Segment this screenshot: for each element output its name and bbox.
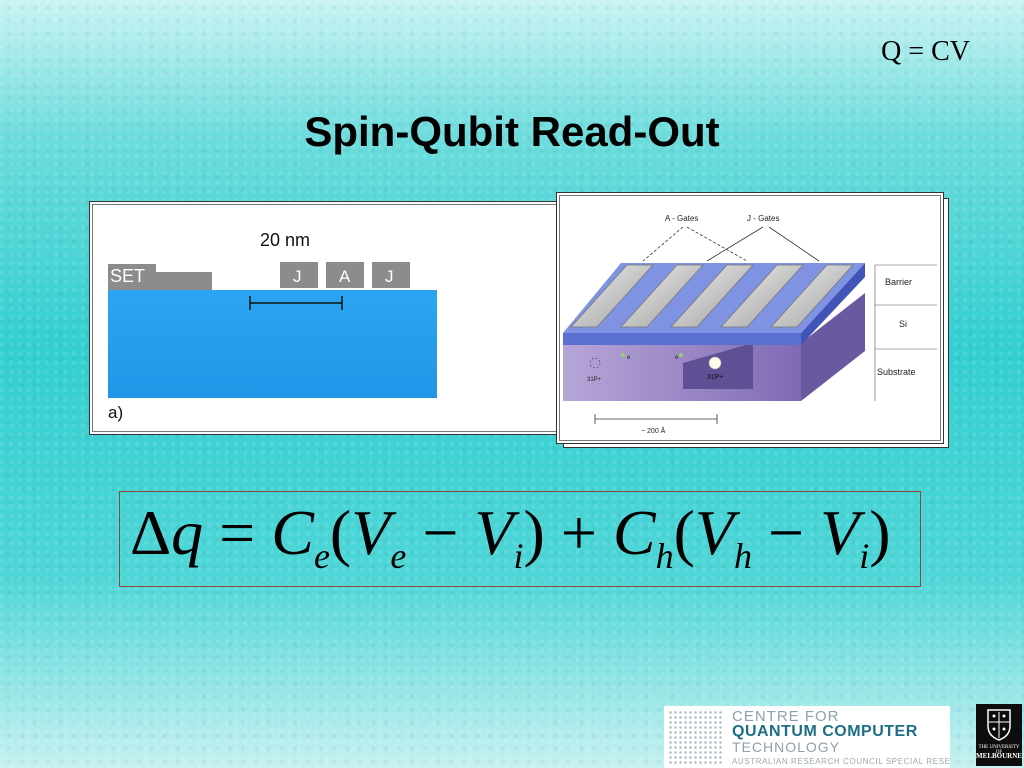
- substrate-front: [563, 343, 801, 401]
- eq-sub-i1: i: [513, 536, 524, 576]
- slide-title: Spin-Qubit Read-Out: [304, 108, 720, 155]
- eq-c1: C: [271, 497, 314, 568]
- j-gate-arrow-1: [706, 226, 764, 262]
- eq-sub-e2: e: [390, 536, 407, 576]
- set-device-svg: 20 nm SET J A J a): [108, 230, 437, 422]
- j-gates-label: J - Gates: [747, 214, 779, 223]
- eq-sub-h1: h: [655, 536, 674, 576]
- gate-3: [670, 264, 754, 328]
- silicon-substrate: [108, 290, 437, 398]
- a-gate-arrow-2: [686, 226, 748, 262]
- eq-minus1: −: [406, 497, 475, 568]
- eq-lp1: (: [329, 497, 352, 568]
- eq-delta: Δ: [130, 497, 172, 568]
- electron-left-label: e: [627, 355, 631, 361]
- donor-right-marker: [708, 356, 722, 370]
- gate-4: [720, 264, 804, 328]
- donor-right-label: 31P+: [707, 374, 724, 381]
- electron-right-marker: [679, 353, 683, 357]
- device-diagram-a: 20 nm SET J A J a): [89, 201, 569, 435]
- corner-formula: Q = CV: [881, 36, 970, 67]
- charge-equation: Δq = Ce(Ve − Vi) + Ch(Vh − Vi): [130, 496, 891, 577]
- eq-equals: =: [203, 497, 272, 568]
- gate-j-right: [372, 262, 410, 288]
- melbourne-logo: THE UNIVERSITY OF MELBOURNE: [976, 704, 1022, 766]
- device-diagram-b: A - Gates J - Gates Barrier Si Substrate…: [556, 192, 944, 444]
- eq-v2: V: [474, 497, 514, 568]
- eq-sub-i2: i: [859, 536, 870, 576]
- gate-5: [770, 264, 854, 328]
- cqct-line-2: QUANTUM COMPUTER: [732, 723, 918, 740]
- j-gate-arrow-2: [768, 226, 820, 262]
- eq-q: q: [171, 497, 204, 568]
- gate-a: [326, 262, 364, 288]
- melbourne-line-1: THE UNIVERSITY OF: [978, 745, 1020, 755]
- set-electrode: [108, 264, 156, 290]
- eq-v3: V: [694, 497, 735, 568]
- layer-si-label: Si: [899, 319, 907, 329]
- eq-lp2: (: [673, 497, 695, 568]
- panel-label: a): [108, 403, 123, 422]
- layer-substrate-label: Substrate: [877, 367, 916, 377]
- eq-sub-h2: h: [734, 536, 753, 576]
- cqct-line-4: AUSTRALIAN RESEARCH COUNCIL SPECIAL RESE…: [732, 757, 950, 766]
- gate-array-svg: A - Gates J - Gates Barrier Si Substrate…: [563, 214, 937, 435]
- gate-2: [620, 264, 704, 328]
- eq-rp1: ): [523, 497, 545, 568]
- cqct-line-1: CENTRE FOR: [732, 708, 840, 725]
- gate-label-j-left: J: [293, 267, 302, 286]
- melbourne-line-2: MELBOURNE: [976, 752, 1022, 760]
- eq-plus: +: [544, 497, 613, 568]
- university-crest-icon: [987, 709, 1011, 741]
- scale-label: 20 nm: [260, 230, 310, 250]
- electron-right-label: e: [675, 355, 679, 361]
- eq-minus2: −: [752, 497, 821, 568]
- layer-barrier-label: Barrier: [885, 277, 912, 287]
- electron-left-marker: [621, 353, 625, 357]
- cqct-line-3: TECHNOLOGY: [732, 739, 841, 755]
- equation-box: Δq = Ce(Ve − Vi) + Ch(Vh − Vi): [119, 491, 921, 587]
- substrate-side: [801, 293, 865, 401]
- a-gate-arrow-1: [642, 226, 684, 262]
- barrier-side: [801, 263, 865, 345]
- barrier-front: [563, 333, 801, 345]
- set-electrode-tail: [156, 272, 212, 290]
- gate-1: [570, 264, 654, 328]
- a-gates-label: A - Gates: [665, 214, 698, 223]
- eq-v4: V: [820, 497, 860, 568]
- cqct-dot-grid-icon: [668, 710, 724, 764]
- eq-c2: C: [612, 497, 656, 568]
- cqct-logo: CENTRE FOR QUANTUM COMPUTER TECHNOLOGY A…: [664, 706, 950, 768]
- eq-v1: V: [351, 497, 391, 568]
- donor-left-marker: [589, 357, 601, 369]
- eq-rp2: ): [869, 497, 891, 568]
- gate-j-left: [280, 262, 318, 288]
- scale-label-b: ~ 200 Å: [641, 426, 666, 435]
- donor-left-label: 31P+: [587, 377, 602, 383]
- gate-label-a: A: [339, 267, 351, 286]
- eq-sub-e1: e: [313, 536, 330, 576]
- set-label: SET: [110, 266, 145, 286]
- gate-label-j-right: J: [385, 267, 394, 286]
